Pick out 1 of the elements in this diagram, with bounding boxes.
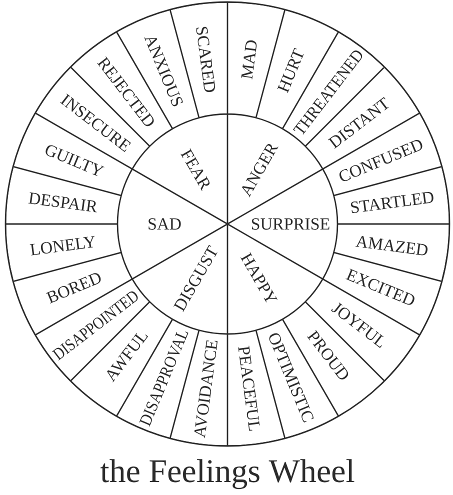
caption: the Feelings Wheel: [100, 459, 354, 490]
